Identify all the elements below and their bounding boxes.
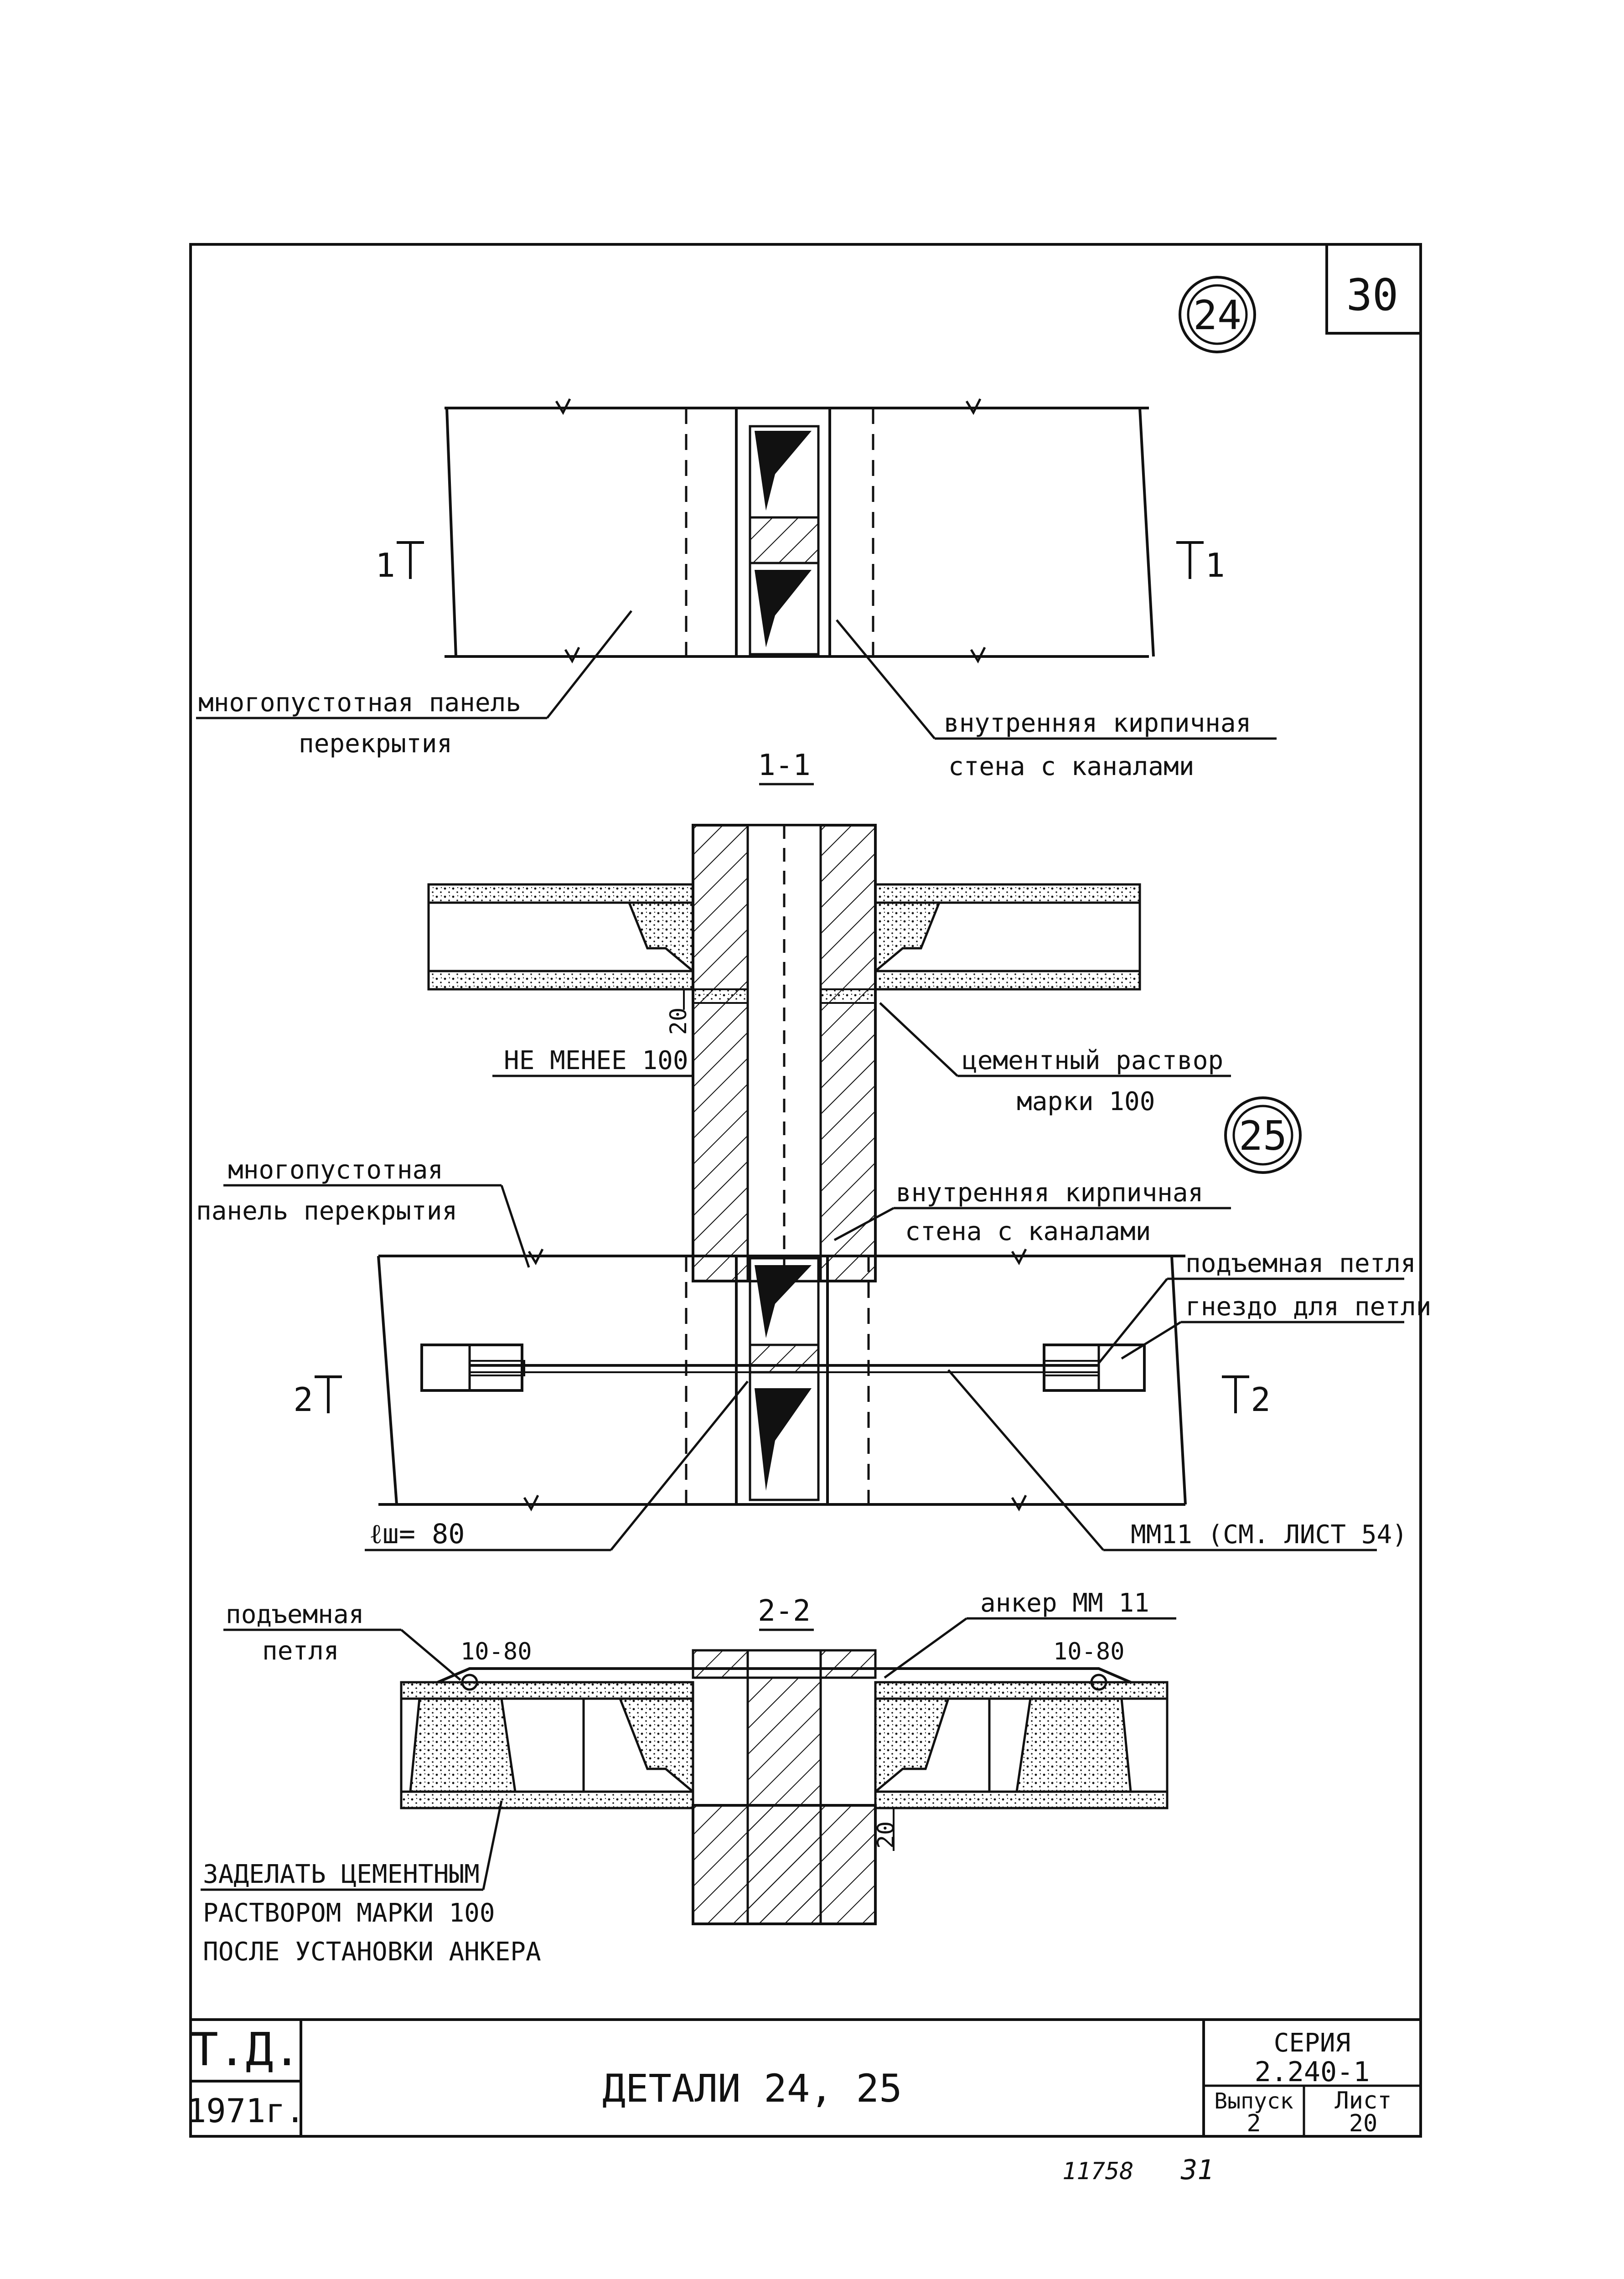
section-1-1-min-label: НЕ МЕНЕЕ 100	[492, 1046, 693, 1077]
svg-text:анкер ММ 11: анкер ММ 11	[980, 1588, 1149, 1618]
detail-25-mark: 25	[1224, 1096, 1302, 1174]
section-2-2-dim-left: 10-80	[460, 1638, 532, 1665]
svg-text:ММ11 (СМ. ЛИСТ 54): ММ11 (СМ. ЛИСТ 54)	[1131, 1520, 1407, 1550]
archive-number: 11758	[1062, 2158, 1134, 2185]
sheet-value: 20	[1349, 2110, 1378, 2137]
detail-25-plan: 2 2	[293, 1248, 1271, 1512]
series-label: СЕРИЯ	[1274, 2028, 1351, 2058]
svg-text:10-80: 10-80	[460, 1638, 532, 1665]
detail-24-panel-label: многопустотная панель перекрытия	[196, 610, 632, 759]
detail-24-wall-label: внутренняя кирпичная стена с каналами	[836, 619, 1277, 781]
svg-text:24: 24	[1193, 292, 1241, 339]
svg-text:1: 1	[1205, 546, 1225, 584]
svg-text:ℓш= 80: ℓш= 80	[369, 1518, 465, 1550]
svg-text:многопустотная: многопустотная	[228, 1155, 443, 1185]
svg-text:цементный раствор: цементный раствор	[962, 1046, 1223, 1075]
detail-25-panel-label: многопустотная панель перекрытия	[196, 1155, 530, 1268]
svg-text:многопустотная панель: многопустотная панель	[198, 688, 521, 718]
corner-number-box: 30	[1325, 243, 1422, 335]
loop-socket-right	[1043, 1344, 1146, 1392]
svg-text:внутренняя кирпичная: внутренняя кирпичная	[896, 1178, 1203, 1208]
svg-text:2: 2	[293, 1380, 313, 1419]
section-2-2-anchor-label: анкер ММ 11	[884, 1588, 1176, 1679]
detail-25-mm-label: ММ11 (СМ. ЛИСТ 54)	[947, 1369, 1407, 1551]
svg-text:1: 1	[375, 546, 395, 584]
detail-25-socket-label: гнездо для петли	[1121, 1292, 1431, 1360]
svg-text:20: 20	[873, 1821, 899, 1849]
svg-text:ПОСЛЕ УСТАНОВКИ АНКЕРА: ПОСЛЕ УСТАНОВКИ АНКЕРА	[203, 1937, 541, 1967]
year: 1971г.	[186, 2092, 305, 2130]
section-2-2-dim-right: 10-80	[1053, 1638, 1125, 1665]
svg-text:перекрытия: перекрытия	[299, 729, 452, 759]
svg-text:гнездо для петли: гнездо для петли	[1185, 1292, 1431, 1322]
svg-text:1-1: 1-1	[758, 749, 811, 782]
issue-label: Выпуск	[1214, 2088, 1293, 2114]
section-1-1-drawing: 20	[427, 824, 1141, 1282]
section-1-1-mortar-label: цементный раствор марки 100	[879, 1002, 1231, 1116]
issue-value: 2	[1246, 2110, 1261, 2137]
section-1-1-title: 1-1	[758, 749, 814, 786]
sheet-frame	[189, 243, 1422, 2138]
section-2-2-drawing: 20	[400, 1649, 1169, 1925]
drawing-title: ДЕТАЛИ 24, 25	[602, 2066, 902, 2111]
title-block: Т.Д. 1971г. ДЕТАЛИ 24, 25 СЕРИЯ 2.240-1 …	[186, 2018, 1421, 2137]
svg-text:петля: петля	[262, 1636, 339, 1666]
footer: 11758 31	[1062, 2154, 1214, 2186]
section-2-2-note: ЗАДЕЛАТЬ ЦЕМЕНТНЫМ РАСТВОРОМ МАРКИ 100 П…	[201, 1800, 541, 1967]
svg-text:20: 20	[665, 1008, 692, 1035]
detail-25-lw-label: ℓш= 80	[365, 1380, 749, 1551]
svg-text:2-2: 2-2	[758, 1594, 811, 1628]
svg-text:подъемная петля: подъемная петля	[1185, 1249, 1416, 1278]
section-2-2-title: 2-2	[758, 1594, 814, 1631]
svg-text:НЕ МЕНЕЕ 100: НЕ МЕНЕЕ 100	[504, 1046, 688, 1075]
sheet-label: Лист	[1334, 2087, 1391, 2114]
svg-text:25: 25	[1239, 1112, 1287, 1159]
section-2-2-loop-label: подъемная петля	[223, 1600, 461, 1681]
corner-number: 30	[1346, 270, 1398, 320]
svg-text:10-80: 10-80	[1053, 1638, 1125, 1665]
detail-24-plan: 1 1	[375, 398, 1225, 664]
svg-text:ЗАДЕЛАТЬ ЦЕМЕНТНЫМ: ЗАДЕЛАТЬ ЦЕМЕНТНЫМ	[203, 1860, 480, 1889]
svg-text:стена с каналами: стена с каналами	[948, 752, 1194, 781]
detail-25-loop-label: подъемная петля	[1098, 1249, 1416, 1364]
series-value: 2.240-1	[1255, 2056, 1370, 2088]
svg-text:внутренняя кирпичная: внутренняя кирпичная	[944, 708, 1251, 738]
svg-text:панель перекрытия: панель перекрытия	[196, 1196, 457, 1226]
svg-text:2: 2	[1251, 1380, 1270, 1419]
logo: Т.Д.	[191, 2023, 301, 2076]
detail-25-wall-label: внутренняя кирпичная стена с каналами	[833, 1178, 1231, 1246]
loop-socket-left	[420, 1344, 523, 1392]
svg-text:подъемная: подъемная	[226, 1600, 364, 1629]
detail-24-mark: 24	[1179, 276, 1256, 353]
svg-text:марки 100: марки 100	[1017, 1087, 1155, 1116]
svg-text:стена с каналами: стена с каналами	[905, 1217, 1151, 1246]
svg-text:РАСТВОРОМ МАРКИ 100: РАСТВОРОМ МАРКИ 100	[203, 1898, 495, 1928]
page-number: 31	[1180, 2154, 1214, 2186]
